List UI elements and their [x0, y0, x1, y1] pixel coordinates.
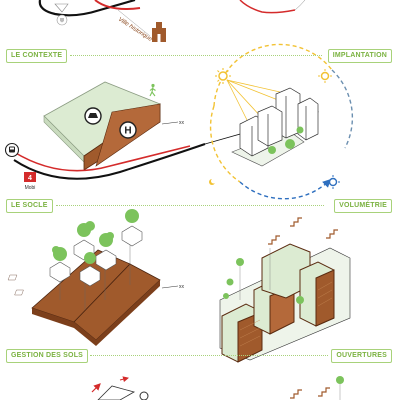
train-icon [4, 142, 20, 158]
divider-row-1 [70, 55, 322, 56]
label-ouvertures: OUVERTURES [331, 349, 392, 363]
socle-diagram: xx H 4 Mobi [4, 81, 319, 191]
socle-level-mark: xx [179, 120, 185, 126]
sun-icon [318, 69, 332, 83]
label-le-contexte: LE CONTEXTE [6, 49, 68, 63]
tree-icon [52, 209, 139, 264]
volumetrie-diagram [219, 217, 351, 363]
label-volumetrie: VOLUMÉTRIE [334, 199, 392, 213]
shield-icon [56, 14, 68, 26]
bottom-right-crop [290, 376, 344, 400]
label-gestion-des-sols: GESTION DES SOLS [6, 349, 89, 363]
implantation-diagram [209, 43, 354, 200]
sols-level-mark: xx [179, 284, 185, 290]
moon-icon [209, 178, 216, 185]
hospital-icon: H [119, 121, 137, 139]
label-implantation: IMPLANTATION [327, 49, 392, 63]
gestion-sols-diagram: xx [7, 209, 185, 346]
tree-icon [223, 258, 304, 304]
night-sun-icon [326, 175, 340, 189]
mobi-icon: 4 Mobi [24, 172, 36, 191]
label-le-socle: LE SOCLE [6, 199, 53, 213]
svg-text:H: H [124, 126, 131, 137]
contexte-diagram: Ville historique [38, 0, 166, 44]
mobi-label: Mobi [25, 185, 36, 191]
svg-text:4: 4 [28, 175, 32, 182]
historic-city-label: Ville historique [117, 17, 153, 44]
stairs-icon [268, 217, 338, 245]
divider-row-2 [56, 205, 324, 206]
sun-icon [215, 68, 231, 84]
walker-icon [149, 83, 156, 97]
implantation-top-crop [239, 0, 306, 14]
divider-row-3 [90, 355, 328, 356]
church-icon [152, 22, 166, 42]
bottom-left-crop [91, 376, 149, 400]
tree-icon [268, 126, 304, 154]
car-icon [84, 107, 102, 125]
